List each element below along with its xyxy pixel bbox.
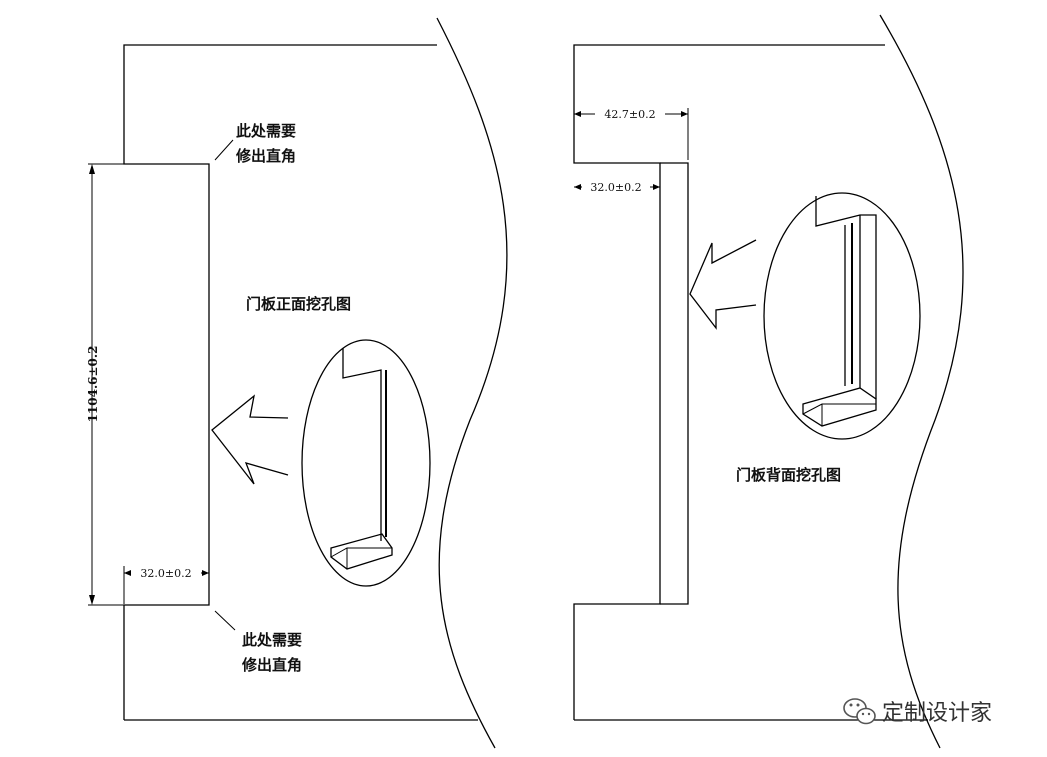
left-corner-note-top: 此处需要 修出直角 — [214, 122, 296, 165]
right-top-dimension: 42.7±0.2 — [574, 107, 689, 160]
left-height-dimension-text: 1104.6±0.2 — [86, 346, 100, 423]
left-detail-ellipse — [301, 339, 431, 587]
watermark: 定制设计家 — [843, 698, 992, 726]
right-top-dimension-text: 42.7±0.2 — [604, 108, 655, 121]
left-arrow-icon — [211, 394, 289, 485]
left-width-dimension-text: 32.0±0.2 — [140, 567, 191, 580]
left-panel-outline — [123, 17, 508, 749]
wechat-icon — [843, 698, 876, 725]
left-width-dimension: 32.0±0.2 — [123, 566, 209, 604]
corner-note-top-line2: 修出直角 — [235, 147, 296, 165]
left-height-dimension: 1104.6±0.2 — [86, 163, 205, 606]
right-title: 门板背面挖孔图 — [736, 466, 841, 484]
right-arrow-icon — [689, 239, 757, 330]
right-panel-outline — [573, 14, 964, 749]
watermark-text: 定制设计家 — [882, 701, 992, 726]
right-second-dimension-text: 32.0±0.2 — [590, 181, 641, 194]
left-title: 门板正面挖孔图 — [246, 295, 351, 313]
left-corner-note-bottom: 此处需要 修出直角 — [214, 610, 302, 674]
right-detail-ellipse — [763, 192, 921, 440]
corner-note-top-line1: 此处需要 — [236, 122, 296, 140]
corner-note-bottom-line2: 修出直角 — [241, 656, 302, 674]
right-second-dimension: 32.0±0.2 — [574, 180, 660, 194]
corner-note-bottom-line1: 此处需要 — [242, 631, 302, 649]
